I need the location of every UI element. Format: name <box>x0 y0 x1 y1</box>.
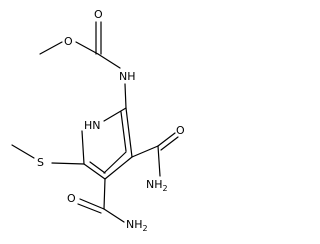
atom-amide-o-right: O <box>176 124 185 137</box>
bond-amide-right-double-2 <box>160 136 179 151</box>
bond-amide-bottom-nh2 <box>103 208 125 223</box>
bond-ring-c3-c2 <box>125 107 133 158</box>
bonds <box>11 21 179 223</box>
bond-ester-o-carbonyl-c <box>75 41 99 55</box>
atom-amide-nh2-right-sub: 2 <box>163 184 168 193</box>
atom-amide-nh2-right: NH2 <box>146 178 168 193</box>
bond-ring-n1-c5 <box>81 130 85 165</box>
bond-ring-c4-c3 <box>104 156 133 180</box>
bond-carbonyl-c-nh <box>97 53 121 69</box>
bond-amide-bottom-double-2 <box>77 203 102 214</box>
molecule-structure: O O NH HN S O NH2 O NH2 <box>11 8 185 233</box>
bond-ring-c5-c4 <box>83 163 106 180</box>
atom-labels: O O NH HN S O NH2 O NH2 <box>37 8 185 233</box>
atom-ring-nh: HN <box>84 119 101 132</box>
atom-carbonyl-o-top: O <box>94 8 103 21</box>
bond-ring-c3-c2-inner <box>120 111 127 152</box>
bond-ring-c5-c4-inner <box>89 161 106 174</box>
atom-sulfur: S <box>37 156 44 169</box>
atom-amide-nh2-bottom-sub: 2 <box>143 224 148 233</box>
bond-methyl-ester-o <box>39 41 63 55</box>
bond-amide-right-double-1 <box>157 132 176 147</box>
bond-ring-c2-n1 <box>103 107 127 122</box>
atom-amide-o-bottom: O <box>67 192 76 205</box>
atom-ester-o: O <box>64 35 73 48</box>
bond-c4-amide-c-bottom <box>103 178 106 210</box>
bond-c5-s <box>51 162 85 165</box>
bond-nh-ring-c2 <box>124 83 127 109</box>
bond-ring-c4-c3-inner <box>103 151 127 174</box>
bond-amide-right-nh2 <box>157 145 161 177</box>
atom-nh-carbamate: NH <box>119 70 136 83</box>
atom-amide-nh2-bottom: NH2 <box>126 218 148 233</box>
bond-c3-amide-c-right <box>131 145 159 158</box>
bond-amide-bottom-double-1 <box>79 198 105 210</box>
bond-s-methyl <box>11 144 35 159</box>
